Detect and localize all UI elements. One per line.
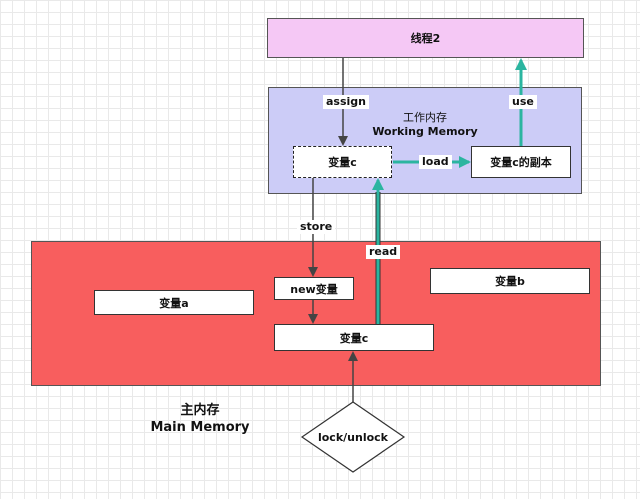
mm-variable-b-label: 变量b — [495, 275, 525, 288]
mm-variable-c-label: 变量c — [339, 331, 369, 345]
wm-variable-c-node[interactable]: 变量c — [293, 146, 392, 178]
assign-label: assign — [323, 95, 369, 109]
load-label: load — [419, 155, 452, 169]
lock-unlock-diamond[interactable] — [300, 401, 406, 473]
mm-variable-a-node[interactable]: 变量a — [94, 290, 254, 315]
read-label: read — [366, 245, 401, 259]
thread-2-label: 线程2 — [410, 32, 441, 45]
mm-variable-b-node[interactable]: 变量b — [430, 268, 590, 294]
use-label: use — [509, 95, 537, 109]
working-memory-title-en: Working Memory — [372, 125, 478, 138]
lock-unlock-label: lock/unlock — [318, 431, 389, 444]
mm-new-variable-label: new变量 — [290, 282, 338, 296]
wm-variable-c-label: 变量c — [328, 156, 357, 169]
store-label: store — [297, 220, 336, 234]
main-memory-title-en: Main Memory — [150, 420, 250, 435]
main-memory-title: 主内存 Main Memory — [140, 402, 260, 436]
mm-new-variable-node[interactable]: new变量 — [274, 277, 354, 300]
wm-variable-c-copy-node[interactable]: 变量c的副本 — [471, 146, 571, 178]
main-memory-box[interactable] — [31, 241, 601, 386]
working-memory-title: 工作内存 Working Memory — [268, 111, 582, 139]
mm-variable-a-label: 变量a — [159, 296, 189, 310]
main-memory-title-zh: 主内存 — [180, 403, 220, 418]
working-memory-title-zh: 工作内存 — [403, 111, 447, 124]
wm-variable-c-copy-label: 变量c的副本 — [490, 156, 552, 169]
mm-variable-c-node[interactable]: 变量c — [274, 324, 434, 351]
thread-2-box[interactable]: 线程2 — [267, 18, 584, 58]
